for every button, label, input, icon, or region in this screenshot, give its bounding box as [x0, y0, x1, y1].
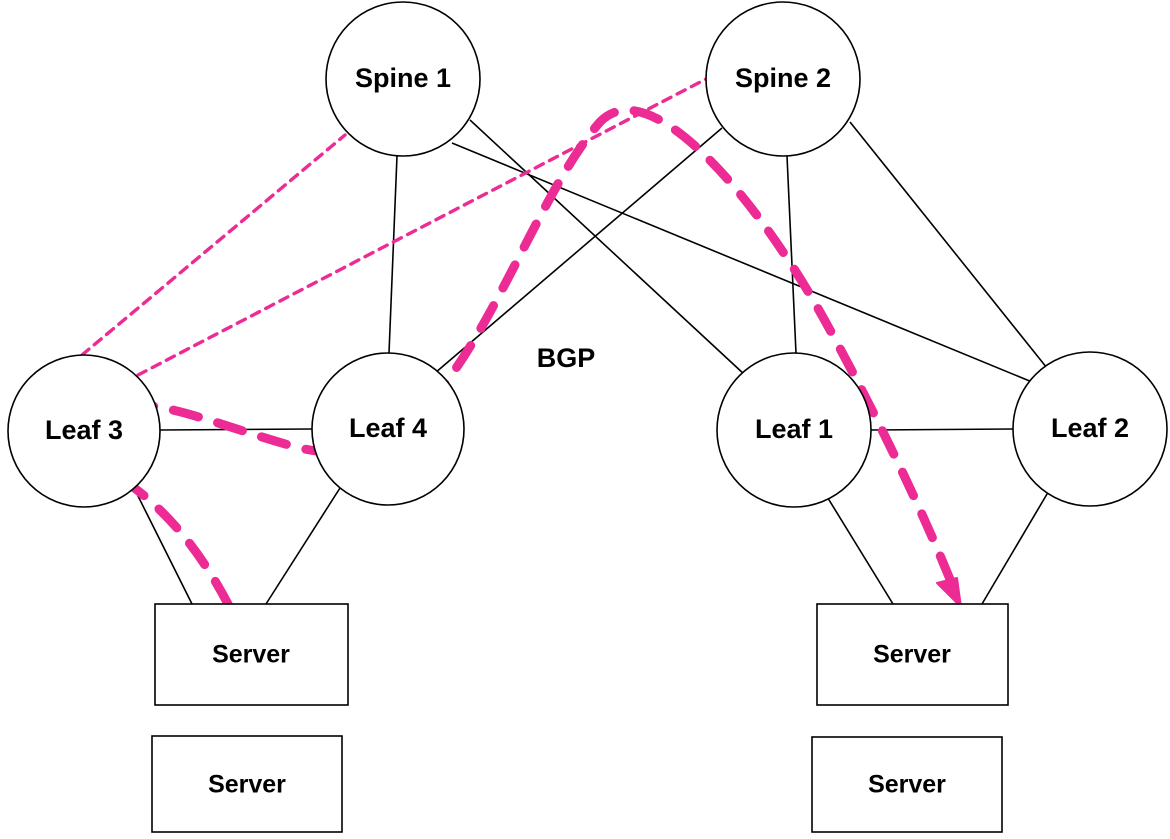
link-spine2-leaf1 [786, 155, 797, 354]
server-left-top-label: Server [212, 641, 290, 669]
link-spine1-leaf1 [469, 119, 746, 376]
node-leaf1[interactable]: Leaf 1 [716, 352, 872, 508]
node-leaf4[interactable]: Leaf 4 [311, 352, 465, 506]
link-leaf4-server-left [265, 487, 341, 605]
server-left-top-box[interactable] [154, 603, 349, 706]
link-spine2-leaf2 [849, 121, 1048, 369]
node-spine1[interactable]: Spine 1 [325, 1, 481, 157]
link-layer [133, 119, 1051, 605]
link-leaf1-server-right [825, 494, 894, 605]
flow-line [85, 105, 962, 609]
leaf3-circle[interactable] [7, 354, 161, 508]
node-spine2[interactable]: Spine 2 [705, 1, 861, 157]
node-layer: Spine 1 Spine 2 Leaf 3 Leaf 4 Leaf 1 Lea… [7, 1, 1168, 833]
link-spine2-leaf4 [434, 127, 723, 374]
node-server-right-bottom[interactable]: Server [811, 736, 1003, 833]
link-leaf2-server-right [981, 488, 1051, 605]
leaf1-label: Leaf 1 [755, 414, 833, 444]
server-right-top-box[interactable] [816, 603, 1009, 706]
leaf1-circle[interactable] [716, 352, 872, 508]
node-server-left-bottom[interactable]: Server [151, 735, 343, 833]
server-right-bottom-box[interactable] [811, 736, 1003, 833]
spine2-label: Spine 2 [735, 63, 831, 93]
server-right-top-label: Server [873, 641, 951, 669]
server-right-bottom-label: Server [868, 771, 946, 799]
server-left-bottom-label: Server [208, 771, 286, 799]
link-spine1-leaf2 [451, 142, 1033, 383]
server-left-bottom-box[interactable] [151, 735, 343, 833]
leaf4-circle[interactable] [311, 352, 465, 506]
link-leaf3-server-left [133, 487, 193, 605]
traffic-flow-path [85, 105, 962, 609]
leaf2-label: Leaf 2 [1051, 413, 1129, 443]
link-spine1-leaf4 [388, 155, 398, 354]
link-leaf1-leaf2 [870, 428, 1014, 431]
leaf2-circle[interactable] [1012, 351, 1168, 507]
spine1-circle[interactable] [325, 1, 481, 157]
bgp-annotation-label: BGP [537, 343, 596, 373]
flow-arrowhead-icon [936, 577, 962, 608]
node-server-right-top[interactable]: Server [816, 603, 1009, 706]
node-leaf2[interactable]: Leaf 2 [1012, 351, 1168, 507]
spine2-circle[interactable] [705, 1, 861, 157]
leaf4-label: Leaf 4 [349, 413, 427, 443]
peer-line-leaf3-spine2 [136, 77, 708, 377]
node-server-left-top[interactable]: Server [154, 603, 349, 706]
peer-line-leaf3-spine1 [80, 133, 347, 357]
bgp-peering-layer [80, 77, 708, 377]
node-leaf3[interactable]: Leaf 3 [7, 354, 161, 508]
leaf3-label: Leaf 3 [45, 415, 123, 445]
spine1-label: Spine 1 [355, 63, 451, 93]
